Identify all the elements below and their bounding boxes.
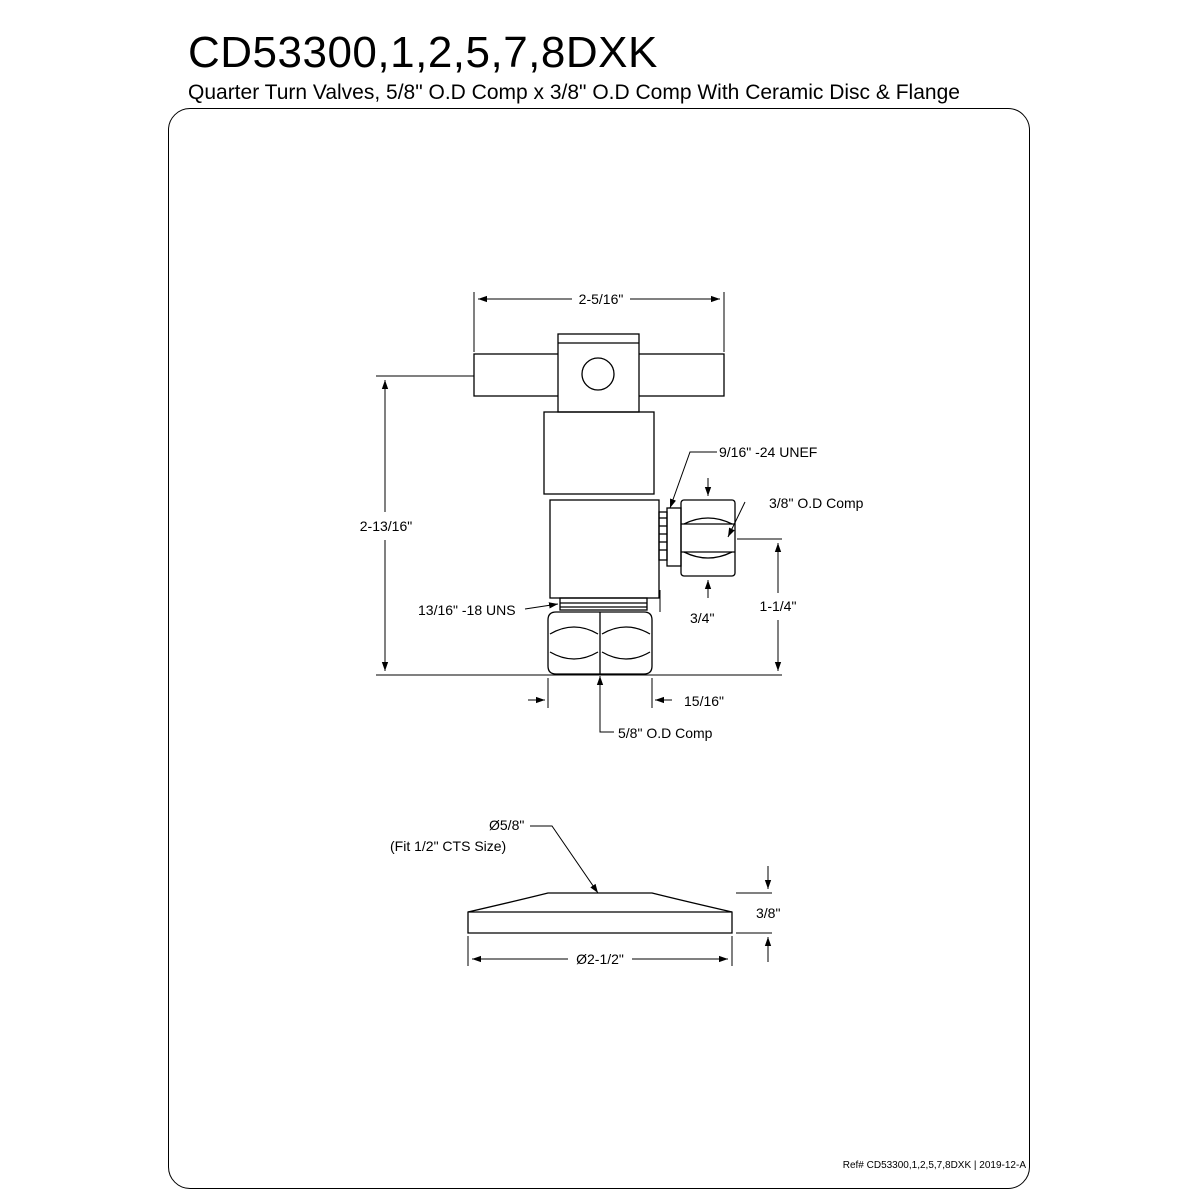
inlet-nut-width-label: 15/16" bbox=[684, 693, 724, 709]
dimension-lines bbox=[376, 292, 782, 966]
inlet-threads bbox=[559, 597, 648, 611]
inlet-comp-label: 5/8" O.D Comp bbox=[618, 725, 713, 741]
outlet-nut bbox=[680, 499, 736, 577]
overall-height-label: 2-13/16" bbox=[360, 518, 412, 534]
outlet-comp-label: 3/8" O.D Comp bbox=[769, 495, 864, 511]
flange-bore-label: Ø5/8" bbox=[489, 817, 524, 833]
drawing-frame bbox=[168, 108, 1030, 1189]
outlet-height-label: 1-1/4" bbox=[760, 598, 797, 614]
outlet-ring bbox=[666, 507, 682, 567]
valve-bonnet bbox=[543, 411, 655, 495]
flange-body bbox=[467, 892, 733, 934]
reference-note: Ref# CD53300,1,2,5,7,8DXK | 2019-12-A bbox=[843, 1160, 1027, 1171]
outlet-stub bbox=[658, 511, 668, 561]
flange-height-label: 3/8" bbox=[756, 905, 780, 921]
handle-width-label: 2-5/16" bbox=[579, 291, 624, 307]
outlet-thread-label: 9/16" -24 UNEF bbox=[719, 444, 817, 460]
valve-body bbox=[549, 499, 660, 599]
valve-drawing bbox=[473, 333, 736, 675]
page-title: CD53300,1,2,5,7,8DXK bbox=[188, 28, 658, 77]
outlet-offset-label: 3/4" bbox=[690, 610, 714, 626]
page-subtitle: Quarter Turn Valves, 5/8" O.D Comp x 3/8… bbox=[188, 81, 960, 104]
flange-bore-note: (Fit 1/2" CTS Size) bbox=[390, 838, 506, 854]
flange-diameter-label: Ø2-1/2" bbox=[576, 951, 624, 967]
valve-handle-hub bbox=[557, 333, 640, 413]
valve-handle-hole bbox=[581, 357, 615, 391]
inlet-nut bbox=[547, 611, 653, 675]
inlet-thread-label: 13/16" -18 UNS bbox=[418, 602, 516, 618]
flange-drawing bbox=[467, 892, 733, 934]
